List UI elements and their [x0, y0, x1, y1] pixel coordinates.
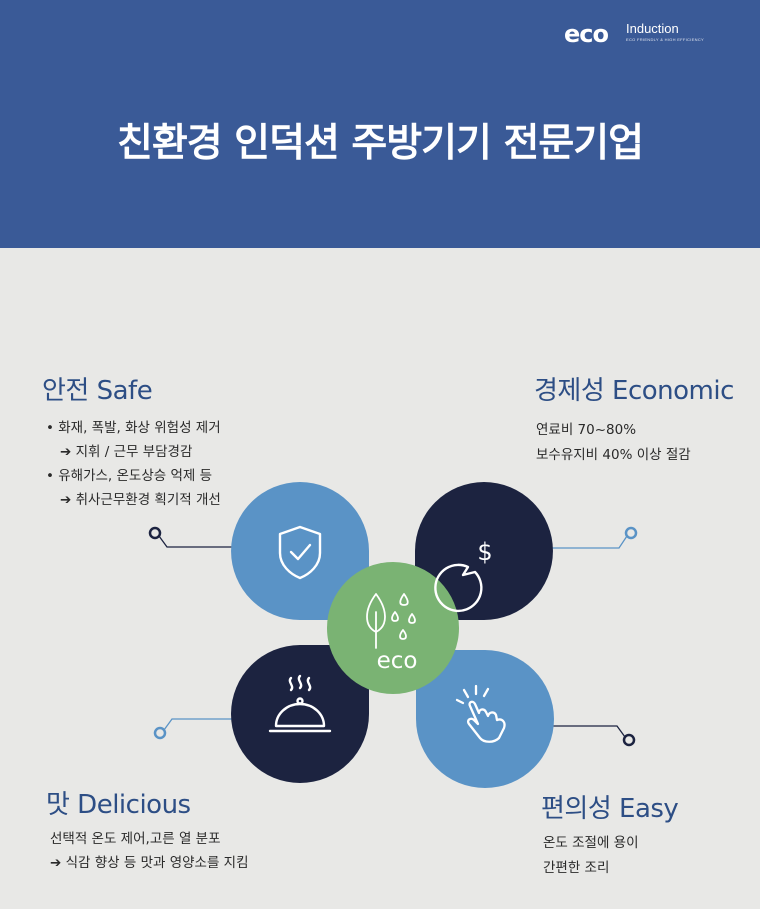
- company-logo: eco Induction ECO FRIENDLY & HIGH EFFICI…: [564, 18, 714, 48]
- food-cloche-icon: [268, 674, 332, 733]
- economic-title: 경제성 Economic: [534, 376, 734, 406]
- tapping-hand-icon: [455, 684, 506, 743]
- logo-tagline: ECO FRIENDLY & HIGH EFFICIENCY: [626, 37, 704, 42]
- svg-text:$: $: [477, 538, 492, 566]
- safe-line-2: ➔ 지휘 / 근무 부담경감: [60, 444, 193, 460]
- safe-petal: [231, 482, 369, 620]
- logo-mark: eco: [564, 20, 609, 48]
- economic-line-2: 보수유지비 40% 이상 절감: [536, 447, 691, 463]
- delicious-line-2: ➔ 식감 향상 등 맛과 영양소를 지킴: [50, 855, 249, 871]
- leaf-water-drops-icon: [366, 593, 416, 649]
- eco-center-circle: [327, 562, 459, 694]
- shield-check-icon: [278, 525, 322, 580]
- logo-word: Induction: [626, 21, 679, 36]
- safe-title: 안전 Safe: [42, 376, 153, 406]
- easy-petal: [416, 650, 554, 788]
- economic-petal: [415, 482, 553, 620]
- safe-line-4: ➔ 취사근무환경 획기적 개선: [60, 492, 221, 508]
- delicious-title: 맛 Delicious: [46, 790, 191, 820]
- delicious-line-1: 선택적 온도 제어,고른 열 분포: [50, 831, 221, 847]
- easy-title: 편의성 Easy: [541, 794, 679, 824]
- easy-line-2: 간편한 조리: [543, 860, 610, 876]
- delicious-petal: [231, 645, 369, 783]
- page-title: 친환경 인덕션 주방기기 전문기업: [116, 121, 644, 166]
- easy-line-1: 온도 조절에 용이: [543, 835, 639, 851]
- eco-center-label: eco: [377, 648, 418, 674]
- dollar-speech-bubble-icon: $: [434, 538, 493, 613]
- economic-line-1: 연료비 70~80%: [536, 422, 637, 438]
- safe-line-1: • 화재, 폭발, 화상 위험성 제거: [46, 420, 221, 436]
- header-banner: eco Induction ECO FRIENDLY & HIGH EFFICI…: [0, 0, 760, 248]
- safe-line-3: • 유해가스, 온도상승 억제 등: [46, 468, 213, 484]
